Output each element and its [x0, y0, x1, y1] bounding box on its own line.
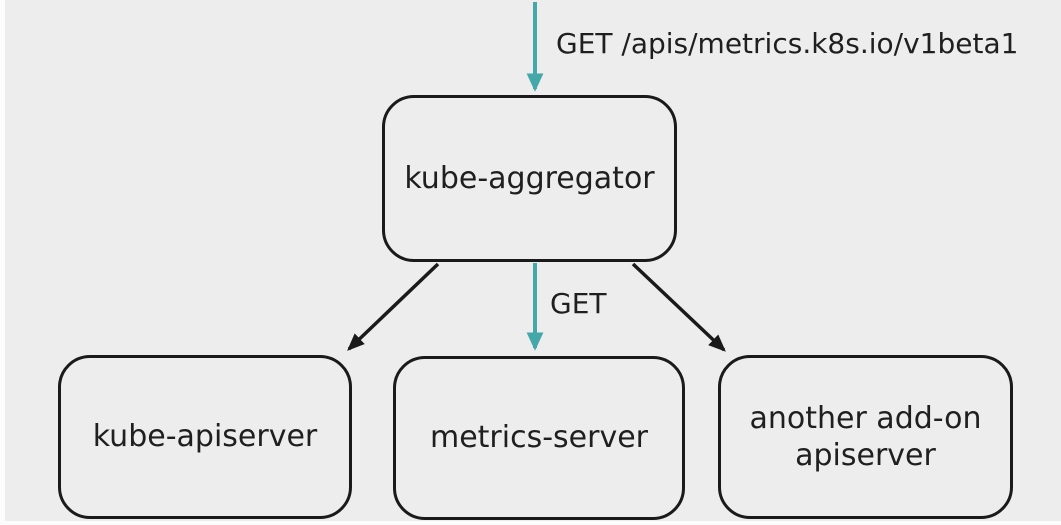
page-edge-bottom	[0, 521, 1061, 525]
page-edge-left	[0, 0, 5, 525]
node-metrics-server-label: metrics-server	[429, 420, 649, 456]
node-metrics-server: metrics-server	[393, 356, 685, 520]
node-another-addon-apiserver-label: another add-on apiserver	[749, 400, 982, 474]
node-kube-apiserver: kube-apiserver	[58, 355, 352, 519]
edge-label-get: GET	[550, 287, 607, 320]
edge-label-get-apis-metrics: GET /apis/metrics.k8s.io/v1beta1	[556, 27, 1019, 60]
node-kube-aggregator-label: kube-aggregator	[404, 160, 655, 196]
node-kube-apiserver-label: kube-apiserver	[92, 419, 318, 455]
node-another-addon-apiserver: another add-on apiserver	[718, 355, 1013, 519]
arrow-aggregator-to-addon-apiserver	[631, 262, 726, 352]
arrow-aggregator-to-kube-apiserver	[347, 262, 440, 351]
node-kube-aggregator: kube-aggregator	[382, 95, 677, 262]
